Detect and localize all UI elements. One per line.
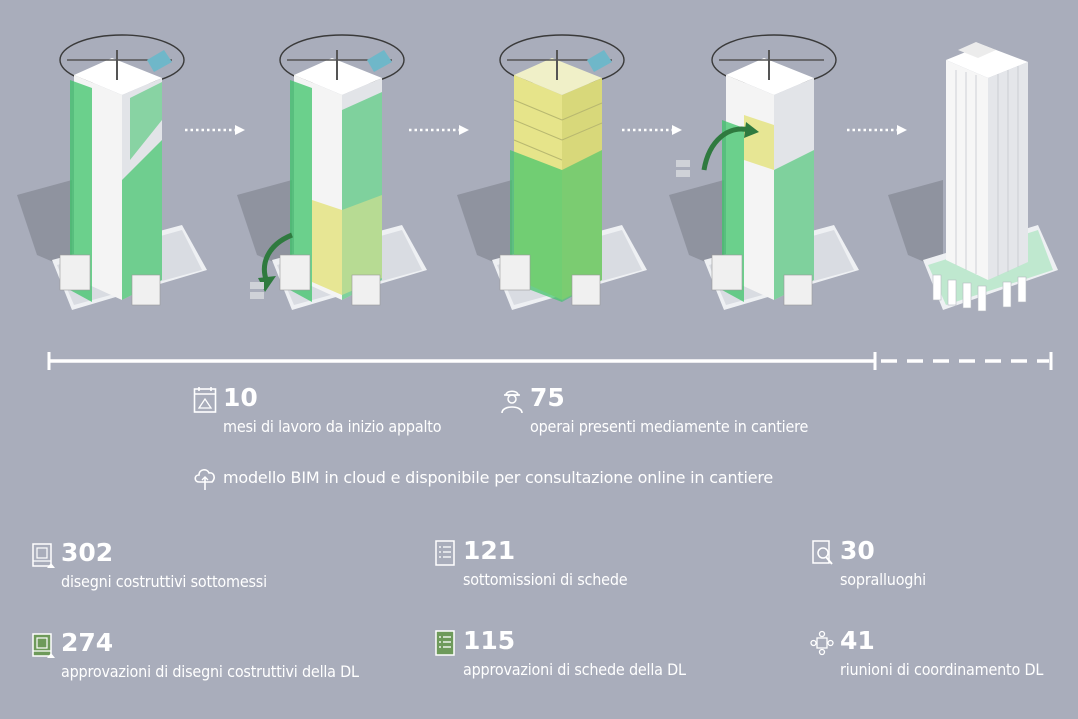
approved-drawing-icon — [32, 633, 55, 658]
worker-icon — [501, 390, 523, 414]
stat-site-visits-number: 30 — [840, 536, 875, 565]
tower-stage-3 — [457, 34, 647, 310]
stat-coordination-meetings: 41 riunioni di coordinamento DL — [810, 628, 1050, 688]
stat-drawings-submitted-label: disegni costruttivi sottomessi — [61, 572, 267, 591]
stat-months-label: mesi di lavoro da inizio appalto — [223, 417, 442, 436]
meeting-icon — [810, 630, 834, 656]
checklist-icon — [435, 540, 455, 566]
stat-sheets-approved-number: 115 — [463, 626, 516, 655]
stat-sheets-submitted-number: 121 — [463, 536, 516, 565]
cloud-note-label: modello BIM in cloud e disponibile per c… — [223, 468, 774, 487]
stat-drawings-approved-label: approvazioni di disegni costruttivi dell… — [61, 662, 359, 681]
tower-stage-2 — [237, 34, 427, 310]
tower-stage-5 — [888, 42, 1058, 312]
stat-sheets-submitted: 121 sottomissioni di schede — [433, 538, 733, 598]
stage-arrow-4 — [847, 125, 907, 135]
drawing-icon — [32, 543, 55, 568]
stage-arrow-1 — [185, 125, 245, 135]
tower-stage-4 — [669, 34, 859, 310]
tower-stage-1 — [17, 34, 207, 310]
stat-drawings-submitted: 302 disegni costruttivi sottomessi — [31, 540, 371, 600]
stat-months: 10 mesi di lavoro da inizio appalto — [193, 385, 453, 445]
stat-site-visits: 30 sopralluoghi — [810, 538, 1010, 598]
stat-coordination-meetings-label: riunioni di coordinamento DL — [840, 660, 1044, 679]
stat-coordination-meetings-number: 41 — [840, 626, 875, 655]
stat-workers-number: 75 — [530, 383, 565, 412]
inspection-icon — [812, 540, 833, 565]
cloud-icon — [194, 469, 215, 490]
stat-workers: 75 operai presenti mediamente in cantier… — [500, 383, 808, 445]
stat-sheets-approved-label: approvazioni di schede della DL — [463, 660, 686, 679]
stat-drawings-approved-number: 274 — [61, 628, 114, 657]
stat-sheets-approved: 115 approvazioni di schede della DL — [433, 628, 733, 688]
stat-drawings-submitted-number: 302 — [61, 538, 114, 567]
stage-arrow-2 — [409, 125, 469, 135]
approved-checklist-icon — [435, 630, 455, 656]
stat-drawings-approved: 274 approvazioni di disegni costruttivi … — [31, 630, 391, 690]
stat-sheets-submitted-label: sottomissioni di schede — [463, 570, 628, 589]
stat-workers-label: operai presenti mediamente in cantiere — [530, 417, 809, 436]
calendar-icon — [193, 387, 217, 413]
stat-site-visits-label: sopralluoghi — [840, 570, 926, 589]
stage-arrow-3 — [622, 125, 682, 135]
project-timeline — [47, 352, 1053, 370]
stat-months-number: 10 — [223, 383, 258, 412]
